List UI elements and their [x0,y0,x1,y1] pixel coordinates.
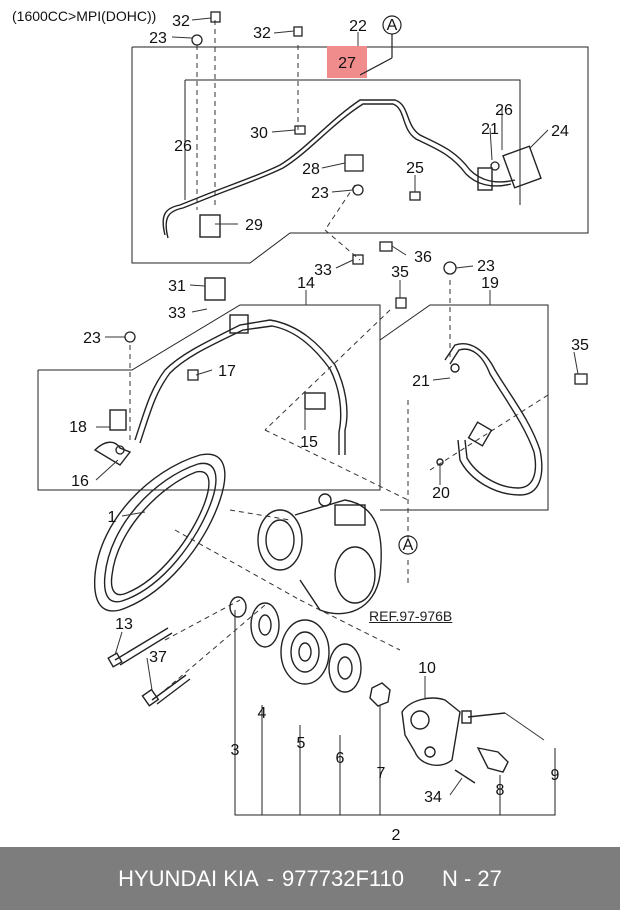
parts-diagram: A A [37,11,589,844]
callout-31: 31 [168,278,186,295]
footer-brand: HYUNDAI KIA [118,865,259,891]
marker-a-bottom [398,535,418,555]
callout-23a: 23 [149,30,167,47]
callout-8: 8 [496,782,505,799]
engine-spec-label: (1600CC>MPI(DOHC)) [12,8,157,24]
footer-position: N - 27 [441,865,502,891]
callout-3: 3 [231,742,240,759]
callout-15: 15 [300,434,318,451]
callout-35a: 35 [391,264,409,281]
callout-17: 17 [218,363,236,380]
part-8-bolt [476,747,509,773]
callout-18: 18 [69,419,87,436]
highlight-box-27 [327,46,367,78]
callout-35b: 35 [571,337,589,354]
part-6-washer [328,643,362,693]
callout-33b: 33 [168,305,186,322]
callout-5: 5 [297,735,306,752]
callout-1: 1 [108,509,117,526]
callout-9: 9 [551,767,560,784]
callout-23b: 23 [311,185,329,202]
compressor-body [294,499,382,615]
callout-30: 30 [250,125,268,142]
part-4-washer [250,602,280,648]
footer-bar: HYUNDAI KIA - 977732F110 N - 27 [0,847,620,910]
callout-23d: 23 [83,330,101,347]
callout-20: 20 [432,485,450,502]
callout-37: 37 [149,649,167,666]
part-37-bolt [151,674,187,701]
callout-2: 2 [392,827,401,844]
marker-a-bottom-label: A [403,537,414,554]
middle-left-frame [37,304,381,491]
callout-24: 24 [551,123,569,140]
callout-26b: 26 [495,102,513,119]
footer-part-number: 977732F110 [282,865,404,891]
callout-36: 36 [414,249,432,266]
reference-label: REF.97-976B [369,608,453,624]
callout-19: 19 [481,275,499,292]
callout-25: 25 [406,160,424,177]
callout-6: 6 [336,750,345,767]
drive-belt [93,453,226,612]
compressor-clutch [257,509,303,571]
part-34-bolt [454,769,476,784]
right-frame [379,304,549,511]
callout-22: 22 [349,18,367,35]
callout-10: 10 [418,660,436,677]
part-7-spacer [369,682,391,707]
callout-23c: 23 [477,258,495,275]
callout-21a: 21 [481,121,499,138]
callout-32a: 32 [172,13,190,30]
suction-hose [134,319,348,455]
part-9-bolt [467,712,506,718]
callout-29: 29 [245,217,263,234]
callout-13: 13 [115,616,133,633]
upper-hose [162,99,516,236]
part-10-tensioner [401,697,461,766]
callout-32b: 32 [253,25,271,42]
part-5-pulley [280,619,330,685]
marker-a-top-label: A [387,17,398,34]
callout-27: 27 [338,55,356,72]
callout-4: 4 [258,705,267,722]
callout-26a: 26 [174,138,192,155]
callout-34: 34 [424,789,442,806]
callout-33a: 33 [314,262,332,279]
callout-7: 7 [377,765,386,782]
footer-separator: - [266,865,275,891]
callout-21b: 21 [412,373,430,390]
callout-28: 28 [302,161,320,178]
part-3-nut [229,596,247,618]
part-13-bolt [114,627,169,661]
callout-14: 14 [297,275,315,292]
callout-16: 16 [71,473,89,490]
upper-assembly-frame [131,46,589,264]
liquid-hose [444,343,543,496]
